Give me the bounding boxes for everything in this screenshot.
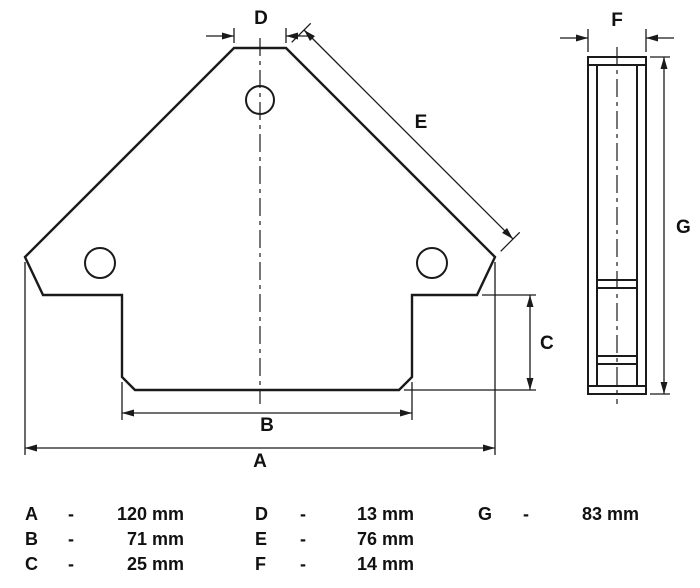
legend-column-g: G - 83 mm <box>478 502 639 527</box>
extension-line <box>291 22 312 43</box>
arrowhead <box>25 444 37 452</box>
legend-dash: - <box>68 554 74 574</box>
dim-label-d: D <box>254 8 268 29</box>
arrowhead <box>526 378 534 390</box>
legend-row: B - 71 mm <box>25 527 184 552</box>
legend-dash: - <box>68 504 74 524</box>
legend-dash: - <box>300 504 306 524</box>
arrowhead <box>286 32 298 40</box>
legend-value: 71 mm <box>126 529 184 549</box>
legend-dash: - <box>300 529 306 549</box>
arrowhead <box>502 228 513 239</box>
dim-label-c: C <box>540 333 554 354</box>
dimension-E <box>291 22 521 252</box>
extension-line <box>500 231 521 252</box>
arrowhead <box>400 409 412 417</box>
legend-letter: E <box>255 529 268 549</box>
right-hole <box>416 247 448 279</box>
legend-value: 14 mm <box>356 554 414 574</box>
legend-letter: D <box>255 504 268 524</box>
side-view <box>587 47 647 404</box>
legend-column-abc: A - 120 mm B - 71 mm C - 25 mm <box>25 502 184 577</box>
arrowhead <box>660 382 668 394</box>
arrowhead <box>526 295 534 307</box>
arrowhead <box>646 34 658 42</box>
legend-letter: B <box>25 529 38 549</box>
dim-label-g: G <box>676 217 691 238</box>
dim-label-f: F <box>611 10 623 31</box>
legend-letter: A <box>25 504 38 524</box>
legend-row: E - 76 mm <box>255 527 414 552</box>
legend-dash: - <box>300 554 306 574</box>
legend-letter: F <box>255 554 266 574</box>
dimension-G <box>650 56 670 395</box>
dimension-C <box>404 294 536 391</box>
legend-row: G - 83 mm <box>478 502 639 527</box>
legend-column-def: D - 13 mm E - 76 mm F - 14 mm <box>255 502 414 577</box>
legend-row: F - 14 mm <box>255 552 414 577</box>
legend-row: D - 13 mm <box>255 502 414 527</box>
arrowhead <box>576 34 588 42</box>
dimension-line <box>303 29 514 240</box>
arrowhead <box>122 409 134 417</box>
arrowhead <box>660 57 668 69</box>
legend-row: C - 25 mm <box>25 552 184 577</box>
legend-dash: - <box>68 529 74 549</box>
left-hole <box>84 247 116 279</box>
arrowhead <box>222 32 234 40</box>
dim-label-e: E <box>415 112 428 133</box>
dim-label-a: A <box>253 451 267 472</box>
dimension-A <box>24 262 496 455</box>
dimension-B <box>121 382 413 420</box>
legend-value: 83 mm <box>581 504 639 524</box>
dimension-F <box>560 29 674 52</box>
legend-value: 76 mm <box>356 529 414 549</box>
legend-letter: G <box>478 504 493 524</box>
arrowhead <box>483 444 495 452</box>
legend-value: 120 mm <box>116 504 184 524</box>
front-outline <box>23 46 497 392</box>
legend-value: 25 mm <box>126 554 184 574</box>
front-view <box>23 38 497 404</box>
legend-letter: C <box>25 554 38 574</box>
dim-label-b: B <box>260 415 274 436</box>
legend-row: A - 120 mm <box>25 502 184 527</box>
legend-value: 13 mm <box>356 504 414 524</box>
arrowhead <box>304 30 315 41</box>
legend-dash: - <box>523 504 529 524</box>
